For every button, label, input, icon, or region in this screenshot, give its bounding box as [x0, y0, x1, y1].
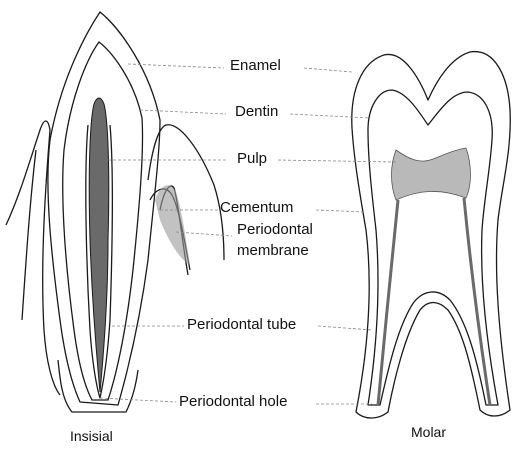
tube-leader-right: [318, 326, 372, 330]
molar-canal-right: [464, 198, 490, 405]
incisor-left-gum: [6, 121, 60, 395]
label-cementum: Cementum: [220, 199, 293, 216]
molar-dentin-outline: [368, 90, 498, 405]
label-dentin: Dentin: [235, 103, 278, 120]
incisor-pulp: [89, 98, 109, 392]
label-periodontal-membrane-line1: Periodontal: [237, 221, 313, 238]
label-periodontal-tube: Periodontal tube: [187, 316, 296, 333]
dentin-leader-right: [290, 114, 370, 118]
incisor-left-gum-inner: [22, 150, 36, 320]
label-periodontal-membrane-line2: membrane: [237, 242, 309, 259]
hole-leader-left: [100, 398, 176, 402]
caption-molar: Molar: [411, 424, 446, 440]
molar-pulp: [392, 148, 471, 200]
enamel-leader-right: [304, 68, 352, 72]
dentin-leader-left: [140, 110, 226, 114]
label-enamel: Enamel: [230, 57, 281, 74]
caption-incisor: Insisial: [70, 428, 113, 444]
label-periodontal-hole: Periodontal hole: [179, 393, 287, 410]
pulp-leader-right: [278, 160, 396, 162]
label-pulp: Pulp: [237, 150, 267, 167]
molar-canal-left: [378, 200, 398, 405]
enamel-leader-left: [128, 64, 224, 68]
cementum-leader-right: [316, 210, 366, 212]
incisor-membrane-shade: [155, 185, 190, 265]
